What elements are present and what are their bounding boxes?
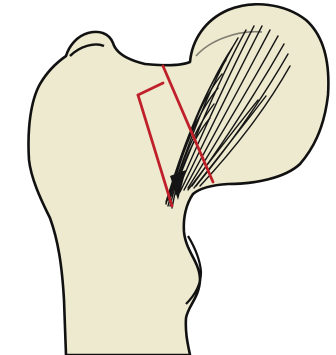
figure-canvas: [0, 0, 336, 355]
proximal-femur-diagram: [0, 0, 336, 355]
